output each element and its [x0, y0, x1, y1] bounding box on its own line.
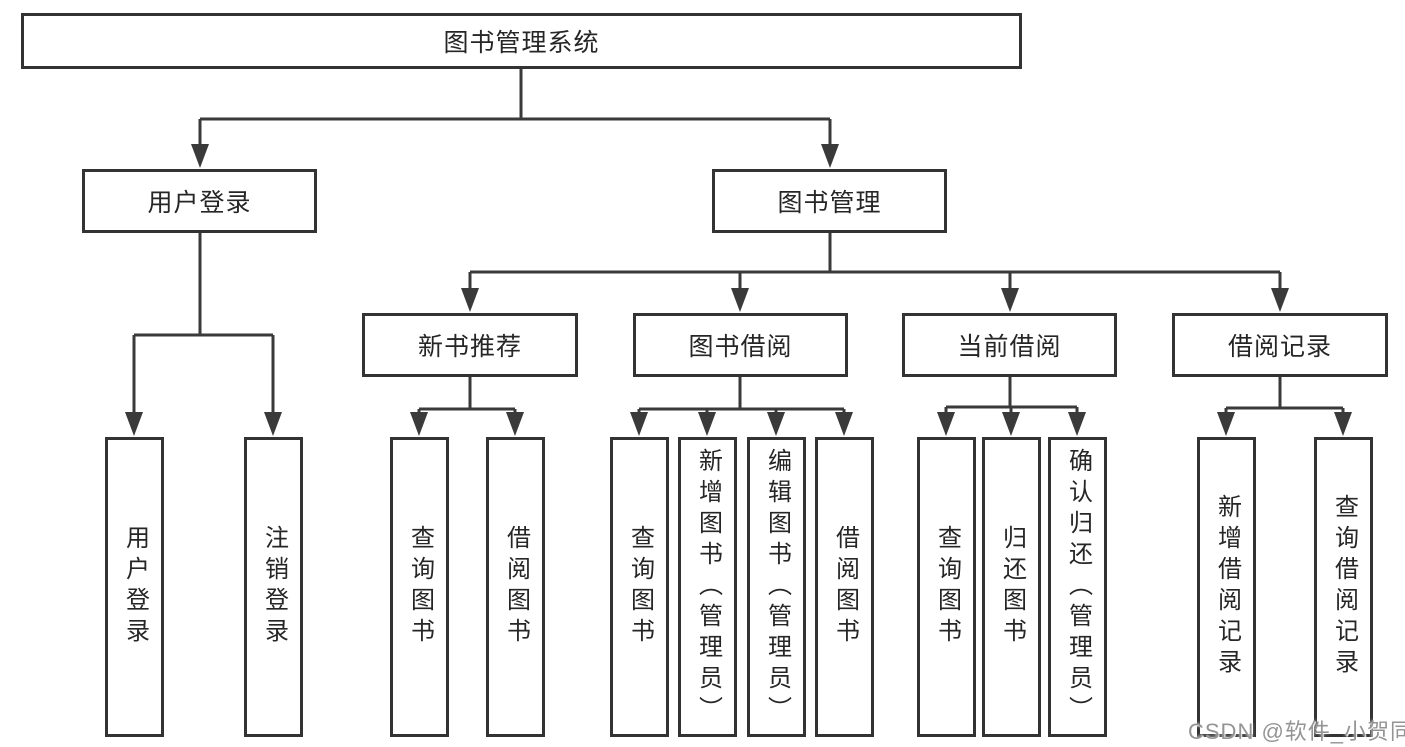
connector-user-login-to-leaves — [125, 233, 282, 436]
arrowhead — [1001, 288, 1019, 312]
node-leaf-user-login: 用户登录 — [105, 437, 164, 737]
node-label: 查询图书 — [406, 525, 434, 649]
node-current-borrowing: 当前借阅 — [902, 313, 1117, 377]
node-label: 注销登录 — [260, 525, 288, 649]
node-label: 查询图书 — [933, 525, 961, 649]
node-label: 确认归还（管理员） — [1064, 447, 1092, 727]
node-label: 借阅图书 — [831, 525, 859, 649]
node-label: 图书借阅 — [688, 333, 793, 361]
node-label: 当前借阅 — [957, 333, 1062, 361]
node-user-login: 用户登录 — [82, 169, 317, 233]
arrowhead — [937, 412, 955, 436]
node-br-add-record: 新增借阅记录 — [1197, 437, 1256, 737]
connector-book-management-to-level3 — [461, 233, 1289, 312]
node-bb-edit-books-admin: 编辑图书（管理员） — [747, 437, 806, 737]
connector-current-borrowing-to-leaves — [937, 377, 1086, 436]
node-nbr-query-books: 查询图书 — [390, 437, 449, 737]
arrowhead — [506, 412, 524, 436]
node-label: 新增图书（管理员） — [694, 447, 722, 727]
node-bb-borrow-books: 借阅图书 — [815, 437, 874, 737]
connector-root-to-level2 — [191, 69, 839, 168]
arrowhead — [835, 412, 853, 436]
node-bb-query-books: 查询图书 — [610, 437, 669, 737]
arrowhead — [191, 144, 209, 168]
node-label: 用户登录 — [147, 189, 252, 217]
node-br-query-record: 查询借阅记录 — [1314, 437, 1373, 737]
node-label: 新书推荐 — [417, 333, 522, 361]
node-label: 用户登录 — [121, 525, 149, 649]
arrowhead — [698, 412, 716, 436]
node-book-management: 图书管理 — [712, 169, 947, 233]
node-label: 图书管理系统 — [443, 29, 600, 57]
node-label: 借阅图书 — [502, 525, 530, 649]
node-cb-confirm-return-admin: 确认归还（管理员） — [1048, 437, 1107, 737]
node-label: 新增借阅记录 — [1213, 494, 1241, 680]
arrowhead — [1217, 412, 1235, 436]
arrowhead — [731, 288, 749, 312]
node-label: 查询借阅记录 — [1330, 494, 1358, 680]
node-leaf-logout: 注销登录 — [244, 437, 303, 737]
arrowhead — [125, 412, 143, 436]
node-root-library-management-system: 图书管理系统 — [21, 13, 1022, 69]
node-new-book-recommendation: 新书推荐 — [362, 313, 578, 377]
node-bb-add-books-admin: 新增图书（管理员） — [678, 437, 737, 737]
arrowhead — [264, 412, 282, 436]
node-book-borrowing: 图书借阅 — [633, 313, 848, 377]
arrowhead — [821, 144, 839, 168]
arrowhead — [410, 412, 428, 436]
arrowhead — [1068, 412, 1086, 436]
arrowhead — [1002, 412, 1020, 436]
connector-new-book-recommendation-to-leaves — [410, 377, 524, 436]
connector-book-borrowing-to-leaves — [630, 377, 853, 436]
node-label: 图书管理 — [777, 189, 882, 217]
node-label: 查询图书 — [626, 525, 654, 649]
node-nbr-borrow-books: 借阅图书 — [486, 437, 545, 737]
node-label: 借阅记录 — [1227, 333, 1332, 361]
arrowhead — [1334, 412, 1352, 436]
csdn-watermark: CSDN @软件_小贺同学 — [1188, 719, 1405, 744]
arrowhead — [461, 288, 479, 312]
node-label: 编辑图书（管理员） — [763, 447, 791, 727]
arrowhead — [630, 412, 648, 436]
node-cb-query-books: 查询图书 — [917, 437, 976, 737]
connector-borrowing-records-to-leaves — [1217, 377, 1352, 436]
arrowhead — [767, 412, 785, 436]
arrowhead — [1271, 288, 1289, 312]
node-cb-return-books: 归还图书 — [982, 437, 1041, 737]
node-borrowing-records: 借阅记录 — [1172, 313, 1388, 377]
node-label: 归还图书 — [998, 525, 1026, 649]
